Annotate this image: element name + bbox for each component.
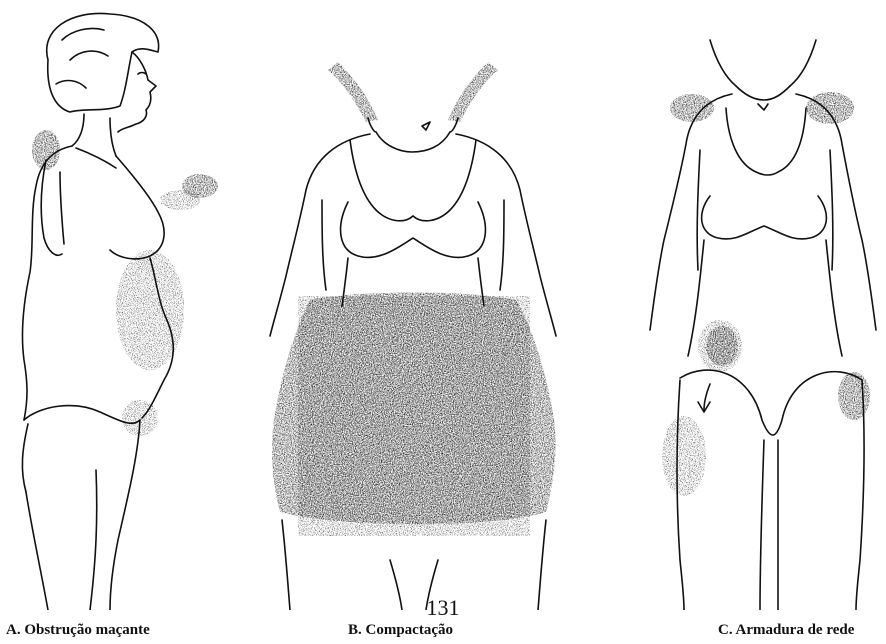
figure-c bbox=[640, 0, 886, 610]
figure-b bbox=[258, 0, 568, 610]
figure-a bbox=[0, 0, 250, 610]
woman-front-view-illustration bbox=[640, 0, 886, 610]
page-number: 131 bbox=[0, 596, 886, 620]
woman-side-profile-illustration bbox=[0, 0, 250, 610]
woman-front-view-illustration bbox=[258, 0, 568, 610]
figure-caption-c: C. Armadura de rede bbox=[718, 620, 854, 640]
figure-caption-b: B. Compactação bbox=[348, 620, 453, 640]
figure-caption-a: A. Obstrução maçante bbox=[6, 620, 150, 640]
